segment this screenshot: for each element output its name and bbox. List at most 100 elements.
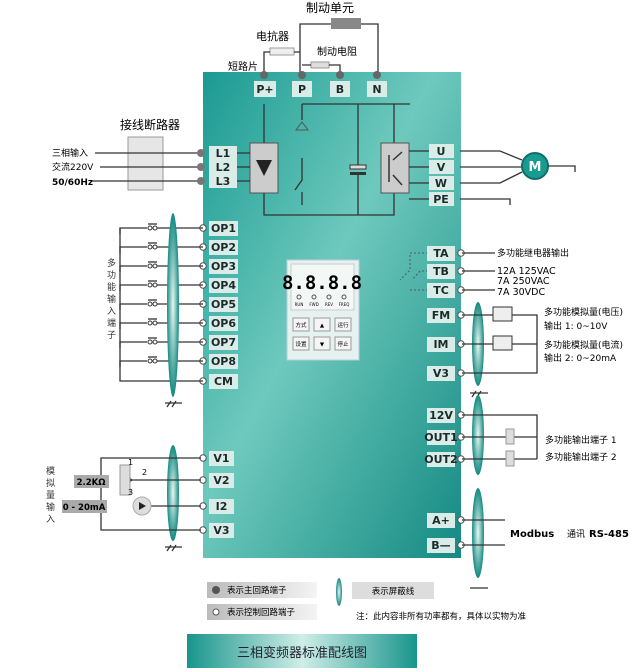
key-label: 运行	[337, 321, 349, 329]
ammeter-icon	[492, 335, 513, 351]
legend-control: 表示控制回路端子	[227, 607, 296, 618]
terminal-label: U	[437, 145, 446, 158]
pin-label: 2	[142, 468, 147, 477]
digital-inputs-label: 多功能输入端子	[105, 257, 116, 342]
terminal-label: L3	[216, 175, 231, 188]
ao2-label: 多功能模拟量(电流)	[544, 339, 623, 351]
terminal-12v: 12V	[427, 408, 465, 423]
terminal-label: V	[437, 161, 446, 174]
rs485: A+B— Modbus 通讯 RS-485	[427, 488, 629, 589]
note: 注：此内容非所有功率都有，具体以实物为准	[356, 611, 527, 622]
led-label: FREQ	[339, 302, 350, 307]
terminal-label: I2	[216, 500, 228, 513]
modbus-label: Modbus	[510, 529, 554, 540]
terminal-label: V1	[213, 452, 229, 465]
terminal-label: TA	[433, 247, 449, 260]
resistor-badge	[74, 475, 109, 488]
relay-coil-icon	[505, 450, 515, 467]
control-terminal-icon	[212, 608, 220, 616]
status-led	[311, 294, 317, 300]
keypad-button[interactable]: ▼	[313, 336, 331, 351]
keypad-button[interactable]: 设置	[292, 336, 310, 351]
pin-label: 3	[128, 488, 133, 497]
terminal-label: OP8	[211, 355, 236, 368]
terminal-op3: OP3	[199, 259, 238, 274]
terminal-im: IM	[427, 337, 465, 352]
terminal-label: OP2	[211, 241, 236, 254]
led-display: 8.8.8.8	[282, 272, 362, 294]
reactor-label: 电抗器	[256, 29, 289, 43]
terminal-label: IM	[433, 338, 448, 351]
terminal-op4: OP4	[199, 278, 238, 293]
terminal-u: U	[429, 144, 454, 158]
keypad-button[interactable]: 运行	[334, 317, 352, 332]
terminal-op6: OP6	[199, 316, 238, 331]
terminal-op8: OP8	[199, 354, 238, 369]
current-badge	[62, 500, 107, 513]
resistor-value: 2.2KΩ	[77, 478, 106, 488]
brake-unit-icon	[331, 18, 361, 29]
input-phase-label: 三相输入	[52, 147, 88, 159]
terminal-label: W	[435, 177, 447, 190]
terminal-p: P	[292, 71, 312, 97]
terminal-label: TC	[433, 284, 449, 297]
internal-circuit	[249, 103, 410, 216]
key-label: 方式	[295, 321, 307, 329]
relay-rating-3: 7A 30VDC	[497, 287, 545, 298]
breaker-icon	[127, 136, 164, 191]
terminal-v: V	[429, 160, 454, 174]
relay-coil-icon	[505, 428, 515, 445]
ao2-range: 输出 2: 0~20mA	[544, 352, 617, 364]
status-led	[296, 294, 302, 300]
status-led	[326, 294, 332, 300]
terminal-label: OP7	[211, 336, 236, 349]
terminal-label: B	[336, 83, 344, 96]
terminal-fm: FM	[427, 308, 465, 323]
relay-rating-1: 12A 125VAC	[497, 266, 556, 277]
terminal-v2: V2	[199, 473, 234, 488]
terminal-p-plus: P+	[254, 71, 276, 97]
terminal-tc: TC	[427, 283, 465, 298]
terminal-label: FM	[432, 309, 450, 322]
legend-main: 表示主回路端子	[227, 585, 287, 596]
input-voltage-label: 交流220V	[52, 161, 94, 173]
terminal-label: V3	[433, 367, 449, 380]
terminal-n: N	[367, 71, 387, 97]
terminal-label: 12V	[429, 409, 453, 422]
terminal-a: A+	[427, 513, 465, 528]
terminal-b: B—	[427, 538, 465, 553]
pin-label: 1	[128, 458, 133, 467]
terminal-b: B	[330, 71, 350, 97]
terminal-label: V3	[213, 524, 229, 537]
led-label: FWD	[309, 302, 318, 307]
capacitor-icon	[349, 164, 367, 170]
rs485-label: RS-485	[589, 529, 629, 540]
terminal-label: L2	[216, 161, 231, 174]
terminal-label: TB	[433, 265, 449, 278]
terminal-label: L1	[216, 147, 231, 160]
key-label: 设置	[295, 340, 307, 348]
terminal-label: P	[298, 83, 306, 96]
terminal-op1: OP1	[199, 221, 238, 236]
keypad-button[interactable]: ▲	[313, 317, 331, 332]
keypad-button[interactable]: 方式	[292, 317, 310, 332]
keypad-button[interactable]: 停止	[334, 336, 352, 351]
brake-section: 制动单元 电抗器 制动电阻 短路片	[228, 1, 379, 75]
output-section: U V W PE M	[409, 144, 576, 206]
brake-resistor-icon	[310, 61, 330, 69]
terminal-w: W	[429, 176, 454, 190]
terminal-label: N	[372, 83, 381, 96]
analog-input-label: 模拟量输入	[44, 466, 55, 526]
input-section: 接线断路器 三相输入 交流220V 50/60Hz L1 L2 L3	[52, 117, 250, 191]
terminal-label: OUT2	[424, 453, 457, 466]
top-terminals: P+ P B N	[254, 71, 387, 97]
igbt-icon	[380, 142, 410, 194]
terminal-label: B—	[431, 539, 450, 552]
shield-icon	[336, 578, 342, 606]
voltmeter-icon	[492, 306, 513, 322]
